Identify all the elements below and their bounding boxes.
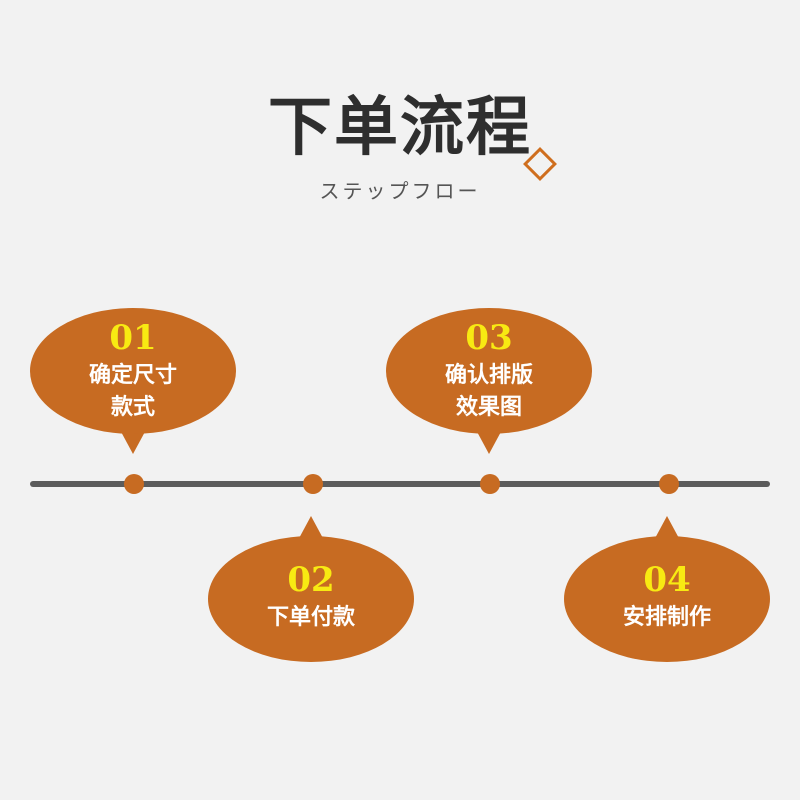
step-label-line-2: 款式 [110,395,155,420]
step-label-line-1: 确认排版 [444,363,533,388]
step-bubble-4: 04 安排制作 [564,516,770,662]
timeline-line [30,481,770,487]
timeline-dot-2 [303,474,323,494]
step-label-line-1: 确定尺寸 [88,363,177,388]
timeline-dot-1 [124,474,144,494]
step-label-line-1: 安排制作 [622,605,711,630]
step-number: 01 [109,318,157,358]
page-title: 下单流程 [268,90,532,165]
bubble-shape [564,536,770,662]
step-number: 04 [643,560,691,600]
page-subtitle: ステップフロー [319,179,481,203]
step-bubble-1: 01 确定尺寸 款式 [30,308,236,454]
timeline-dot-3 [480,474,500,494]
step-bubble-3: 03 确认排版 效果图 [386,308,592,454]
step-number: 03 [465,318,513,358]
step-label-line-1: 下单付款 [266,605,355,630]
step-bubble-2: 02 下单付款 [208,516,414,662]
step-label-line-2: 效果图 [455,395,522,420]
bubble-shape [386,308,592,434]
bubble-shape [208,536,414,662]
step-number: 02 [287,560,335,600]
bubble-shape [30,308,236,434]
timeline-dot-4 [659,474,679,494]
